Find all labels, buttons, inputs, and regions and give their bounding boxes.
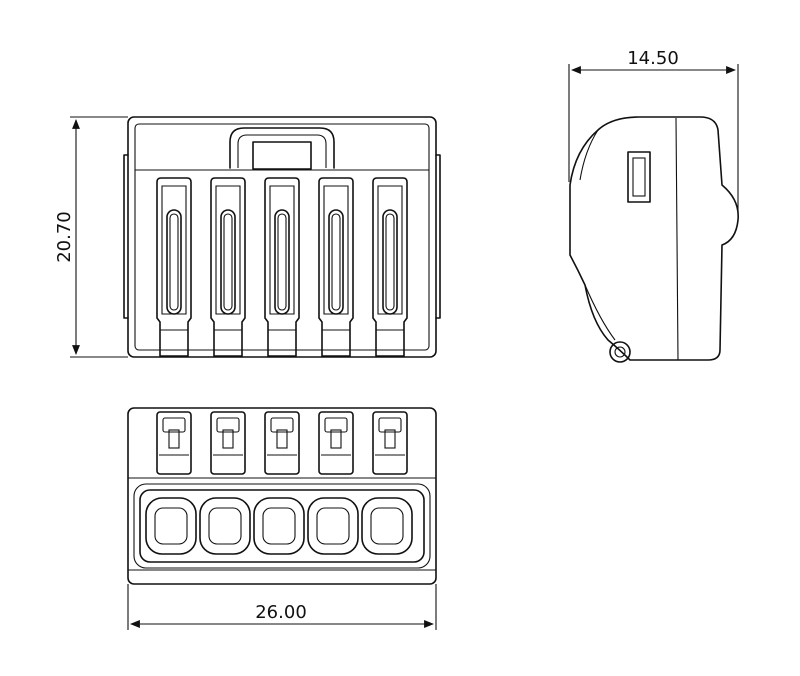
- bottom-lever-window: [222, 429, 234, 449]
- front-levers: [156, 177, 408, 357]
- front-left-tab: [123, 154, 129, 319]
- front-view: [123, 116, 441, 358]
- front-lever: [156, 177, 192, 357]
- side-slot-outer: [627, 151, 651, 203]
- bottom-lever-window: [384, 429, 396, 449]
- front-lever-inner: [215, 185, 241, 315]
- bottom-lever-cap: [378, 417, 402, 433]
- front-lever-slot-inner: [331, 213, 341, 311]
- front-lever-slot-inner: [385, 213, 395, 311]
- dim-height: 20.70: [54, 116, 128, 358]
- front-right-tab: [435, 154, 441, 319]
- front-lever: [264, 177, 300, 357]
- front-lever-inner: [377, 185, 403, 315]
- wire-hole-inner: [208, 507, 242, 545]
- dim-height-label: 20.70: [54, 211, 75, 263]
- dim-width-label: 26.00: [255, 602, 307, 623]
- bottom-lever-cap: [162, 417, 186, 433]
- bottom-lever: [372, 411, 408, 475]
- bottom-lever-cap: [270, 417, 294, 433]
- wire-hole-inner: [262, 507, 296, 545]
- bottom-opening-frame: [139, 489, 425, 563]
- front-lever-slot-inner: [169, 213, 179, 311]
- front-top-handle: [229, 127, 335, 169]
- wire-hole: [253, 497, 305, 555]
- wire-hole: [199, 497, 251, 555]
- wire-hole: [307, 497, 359, 555]
- bottom-levers: [156, 411, 408, 475]
- front-lever: [210, 177, 246, 357]
- bottom-lever-window: [330, 429, 342, 449]
- front-lever-inner: [269, 185, 295, 315]
- wire-hole: [145, 497, 197, 555]
- bottom-lever: [156, 411, 192, 475]
- bottom-view: [127, 407, 437, 585]
- front-housing-inner: [134, 123, 430, 351]
- wire-hole: [361, 497, 413, 555]
- front-lever-slot: [274, 209, 290, 315]
- front-top-handle-inner: [237, 134, 327, 168]
- front-lever-inner: [161, 185, 187, 315]
- bottom-lever: [318, 411, 354, 475]
- front-lever-slot-inner: [223, 213, 233, 311]
- front-lever-slot: [166, 209, 182, 315]
- side-view: [569, 116, 739, 363]
- front-lever: [318, 177, 354, 357]
- side-slot-inner: [632, 157, 646, 197]
- front-lever-inner: [323, 185, 349, 315]
- side-lever-edge: [579, 129, 599, 181]
- side-hinge-pin: [609, 341, 631, 363]
- bottom-opening-outer: [133, 483, 431, 569]
- side-seam-line: [675, 117, 679, 361]
- bottom-lever-window: [168, 429, 180, 449]
- front-lever-slot: [328, 209, 344, 315]
- front-lever-slot-inner: [277, 213, 287, 311]
- wire-hole-inner: [154, 507, 188, 545]
- wire-hole-inner: [316, 507, 350, 545]
- bottom-lever-window: [276, 429, 288, 449]
- dim-width: 26.00: [127, 584, 437, 630]
- bottom-wire-holes: [145, 497, 413, 555]
- bottom-housing-outline: [127, 407, 437, 585]
- bottom-lever-cap: [324, 417, 348, 433]
- bottom-lever-cap: [216, 417, 240, 433]
- side-body-outline: [569, 116, 739, 361]
- dim-side-label: 14.50: [627, 48, 679, 69]
- side-hinge-pin-inner: [614, 346, 626, 358]
- side-bottom-edge: [584, 284, 616, 341]
- bottom-lever: [210, 411, 246, 475]
- front-housing-outline: [127, 116, 437, 358]
- front-test-port: [252, 141, 312, 170]
- front-lever-slot: [220, 209, 236, 315]
- bottom-lever: [264, 411, 300, 475]
- front-lever: [372, 177, 408, 357]
- wire-hole-inner: [370, 507, 404, 545]
- front-lever-slot: [382, 209, 398, 315]
- dim-side-depth: 14.50: [568, 48, 739, 215]
